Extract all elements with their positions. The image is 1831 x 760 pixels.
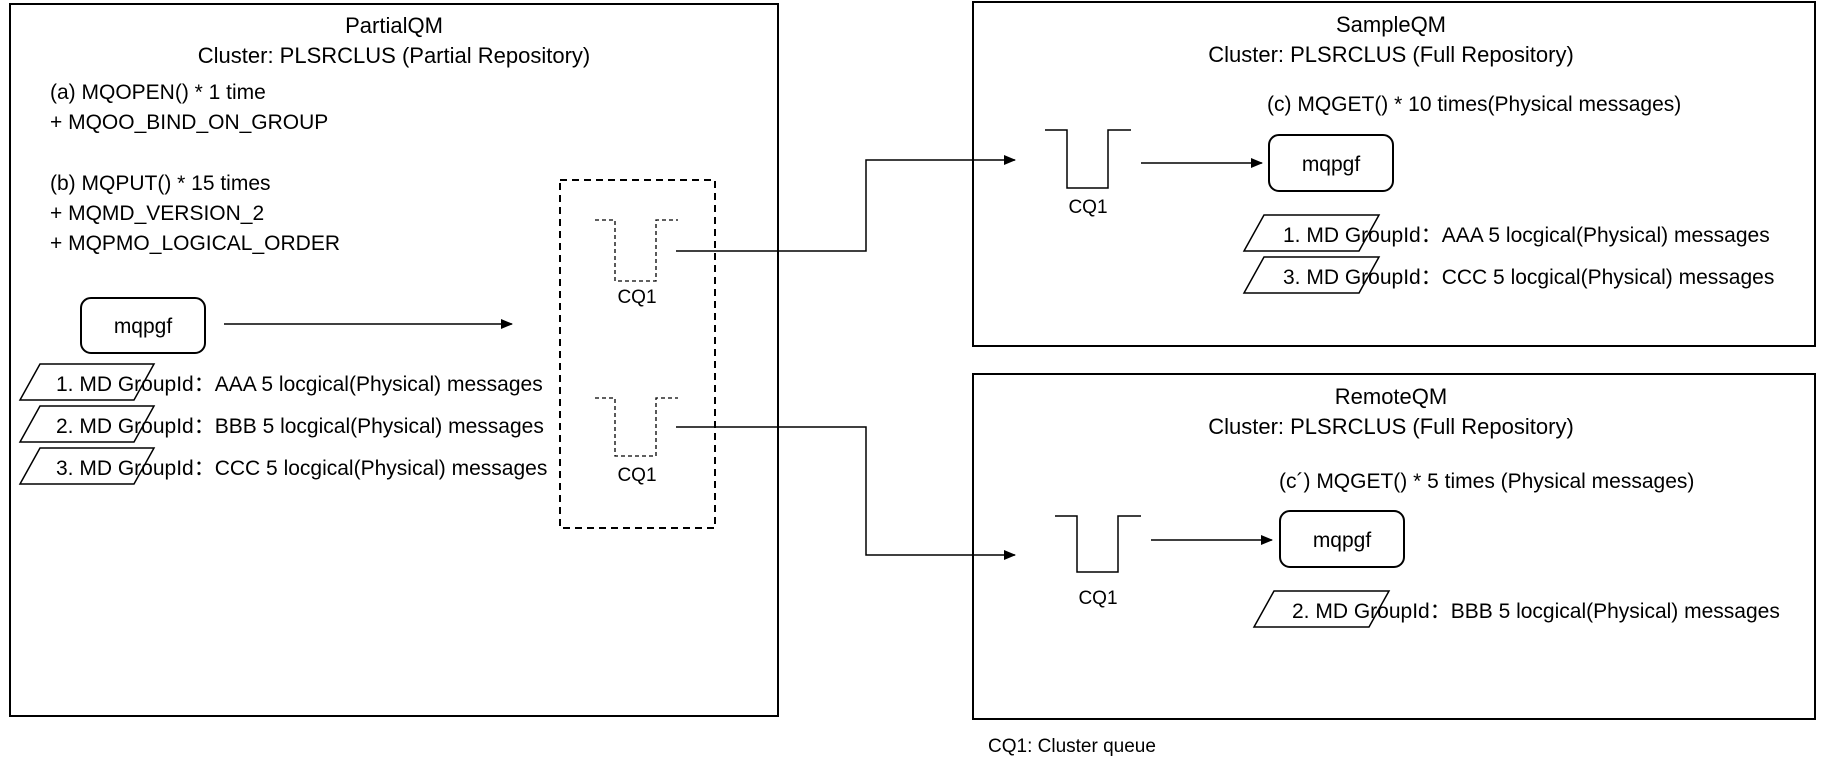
route-to-remote-arrow xyxy=(676,426,1016,560)
sample-program-label: mqpgf xyxy=(1302,153,1361,176)
remote-message-1: 2. MD GroupId：BBB 5 locgical(Physical) m… xyxy=(1292,600,1780,623)
message-doc-icon xyxy=(18,447,156,485)
partial-qm-cluster: Cluster: PLSRCLUS (Partial Repository) xyxy=(198,43,590,68)
sample-qm-cluster: Cluster: PLSRCLUS (Full Repository) xyxy=(1208,42,1574,67)
remote-program-label: mqpgf xyxy=(1313,529,1372,552)
sample-queue-label: CQ1 xyxy=(1068,197,1107,218)
partial-qm-border xyxy=(9,3,779,717)
sample-qm-title: SampleQM xyxy=(1336,12,1446,37)
queue-icon xyxy=(1045,129,1131,189)
step-a-line2: + MQOO_BIND_ON_GROUP xyxy=(50,111,328,134)
remote-qm-title: RemoteQM xyxy=(1335,384,1447,409)
partial-program-label: mqpgf xyxy=(114,315,173,338)
partial-queue-top-label: CQ1 xyxy=(617,287,656,308)
message-doc-icon xyxy=(1242,256,1381,294)
message-doc-icon xyxy=(1252,590,1391,628)
sample-queue: CQ1 xyxy=(1045,129,1131,218)
step-b-line1: (b) MQPUT() * 15 times xyxy=(50,172,271,195)
partial-message-3: 3. MD GroupId：CCC 5 locgical(Physical) m… xyxy=(56,457,547,480)
sample-message-1: 1. MD GroupId：AAA 5 locgical(Physical) m… xyxy=(1283,224,1770,247)
message-doc-icon xyxy=(18,363,156,401)
remote-qm-panel: RemoteQM Cluster: PLSRCLUS (Full Reposit… xyxy=(972,373,1816,720)
remote-message-list: 2. MD GroupId：BBB 5 locgical(Physical) m… xyxy=(1252,590,1780,628)
sample-message-2: 3. MD GroupId：CCC 5 locgical(Physical) m… xyxy=(1283,266,1774,289)
partial-queue-bottom-label: CQ1 xyxy=(617,465,656,486)
queue-icon xyxy=(595,219,678,282)
message-doc-icon xyxy=(1242,214,1381,252)
sample-qm-panel: SampleQM Cluster: PLSRCLUS (Full Reposit… xyxy=(972,1,1816,347)
partial-message-1: 1. MD GroupId：AAA 5 locgical(Physical) m… xyxy=(56,373,543,396)
partial-message-list: 1. MD GroupId：AAA 5 locgical(Physical) m… xyxy=(18,363,547,485)
sample-program-node: mqpgf xyxy=(1268,134,1394,192)
queue-icon xyxy=(595,397,678,457)
remote-qm-cluster: Cluster: PLSRCLUS (Full Repository) xyxy=(1208,414,1574,439)
step-b-line2: + MQMD_VERSION_2 xyxy=(50,202,264,225)
partial-qm-panel: PartialQM Cluster: PLSRCLUS (Partial Rep… xyxy=(9,3,779,717)
partial-program-node: mqpgf xyxy=(80,297,206,354)
sample-program-box xyxy=(1268,134,1394,192)
route-to-sample-arrow xyxy=(676,155,1016,252)
remote-step-c-prime: (c´) MQGET() * 5 times (Physical message… xyxy=(1279,470,1694,493)
partial-program-box xyxy=(80,297,206,354)
cluster-queue-legend: CQ1: Cluster queue xyxy=(988,736,1156,757)
partial-queue-bottom: CQ1 xyxy=(595,397,678,486)
sample-step-c: (c) MQGET() * 10 times(Physical messages… xyxy=(1267,93,1681,116)
remote-program-box xyxy=(1279,510,1405,568)
partial-queue-top: CQ1 xyxy=(595,219,678,308)
remote-program-node: mqpgf xyxy=(1279,510,1405,568)
queue-icon xyxy=(1055,515,1141,573)
partial-qm-title: PartialQM xyxy=(345,13,443,38)
step-b-line3: + MQPMO_LOGICAL_ORDER xyxy=(50,232,340,255)
cluster-queue-group xyxy=(559,179,716,529)
step-a-line1: (a) MQOPEN() * 1 time xyxy=(50,81,266,104)
remote-queue: CQ1 xyxy=(1055,515,1141,609)
remote-queue-label: CQ1 xyxy=(1078,588,1117,609)
partial-message-2: 2. MD GroupId：BBB 5 locgical(Physical) m… xyxy=(56,415,544,438)
sample-message-list: 1. MD GroupId：AAA 5 locgical(Physical) m… xyxy=(1242,214,1774,294)
sample-qm-border xyxy=(972,1,1816,347)
remote-qm-border xyxy=(972,373,1816,720)
message-doc-icon xyxy=(18,405,156,443)
